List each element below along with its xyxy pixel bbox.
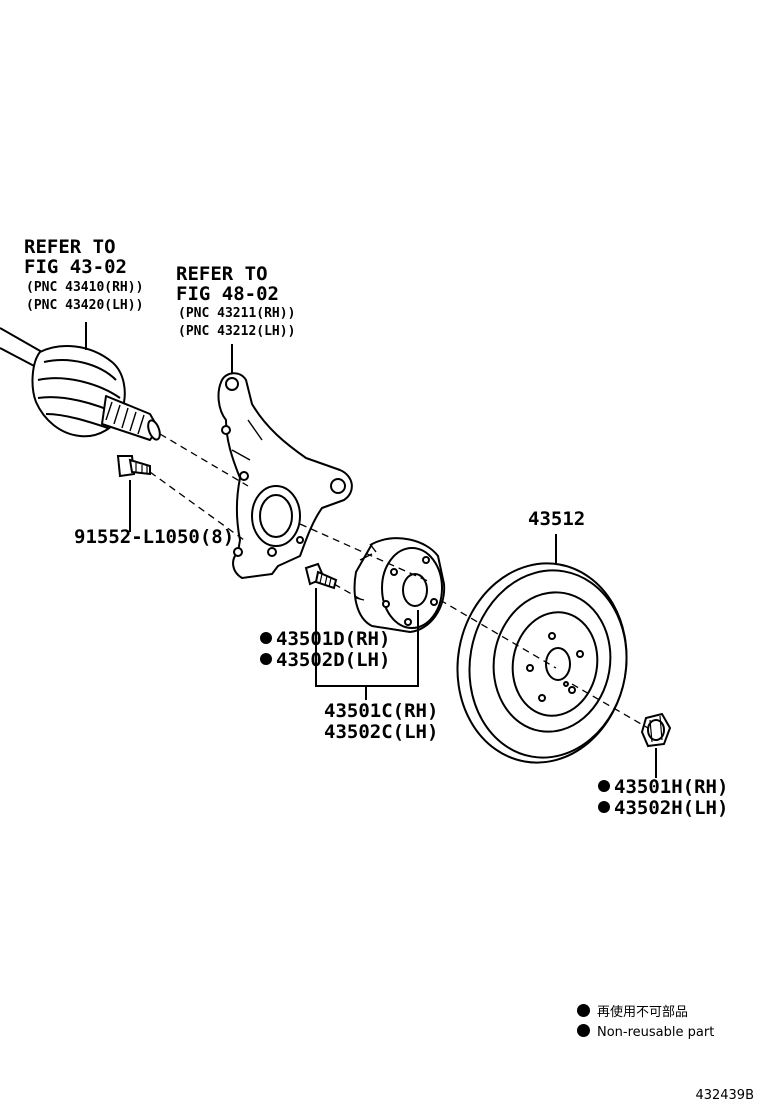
lock-nut xyxy=(640,712,672,748)
part-label-hub-lh: 43502C(LH) xyxy=(324,721,439,743)
hub-bolt-lh-text: 43502D(LH) xyxy=(276,649,391,671)
non-reusable-dot-icon xyxy=(598,801,610,813)
leader-lines xyxy=(85,322,657,778)
ref-2-figure: FIG 48-02 xyxy=(176,283,279,305)
part-label-nut-lh: 43502H(LH) xyxy=(598,799,728,818)
assembly-lines xyxy=(149,433,649,729)
drive-shaft xyxy=(0,327,161,441)
ref-2-pnc-lh: (PNC 43212(LH)) xyxy=(178,324,296,339)
legend-row-jp: 再使用不可部品 xyxy=(577,1004,688,1019)
legend-row-en: Non-reusable part xyxy=(577,1024,714,1039)
part-label-hub-bolt-lh: 43502D(LH) xyxy=(260,651,390,670)
ref-2-refer-to: REFER TO xyxy=(176,263,268,285)
steering-knuckle xyxy=(217,372,353,579)
knuckle-bolt xyxy=(116,455,151,478)
part-label-nut-rh: 43501H(RH) xyxy=(598,778,728,797)
ref-1-refer-to: REFER TO xyxy=(24,236,116,258)
non-reusable-dot-icon xyxy=(577,1024,590,1037)
part-label-disc: 43512 xyxy=(528,508,586,530)
figure-id: 432439B xyxy=(695,1088,754,1103)
ref-1-pnc-rh: (PNC 43410(RH)) xyxy=(26,280,144,295)
ref-1-pnc-lh: (PNC 43420(LH)) xyxy=(26,298,144,313)
brake-disc xyxy=(456,562,628,764)
nut-rh-text: 43501H(RH) xyxy=(614,776,729,798)
non-reusable-dot-icon xyxy=(260,632,272,644)
non-reusable-dot-icon xyxy=(260,653,272,665)
legend-en-text: Non-reusable part xyxy=(597,1025,715,1040)
hub-bearing-assembly xyxy=(353,537,446,633)
ref-1-figure: FIG 43-02 xyxy=(24,256,127,278)
legend-jp-text: 再使用不可部品 xyxy=(597,1005,689,1020)
non-reusable-dot-icon xyxy=(577,1004,590,1017)
part-label-hub-bolt-rh: 43501D(RH) xyxy=(260,630,390,649)
ref-2-pnc-rh: (PNC 43211(RH)) xyxy=(178,306,296,321)
part-label-bolt: 91552-L1050(8) xyxy=(74,526,235,548)
nut-lh-text: 43502H(LH) xyxy=(614,797,729,819)
non-reusable-dot-icon xyxy=(598,780,610,792)
hub-bolt xyxy=(304,562,338,590)
hub-bolt-rh-text: 43501D(RH) xyxy=(276,628,391,650)
part-label-hub-rh: 43501C(RH) xyxy=(324,700,439,722)
